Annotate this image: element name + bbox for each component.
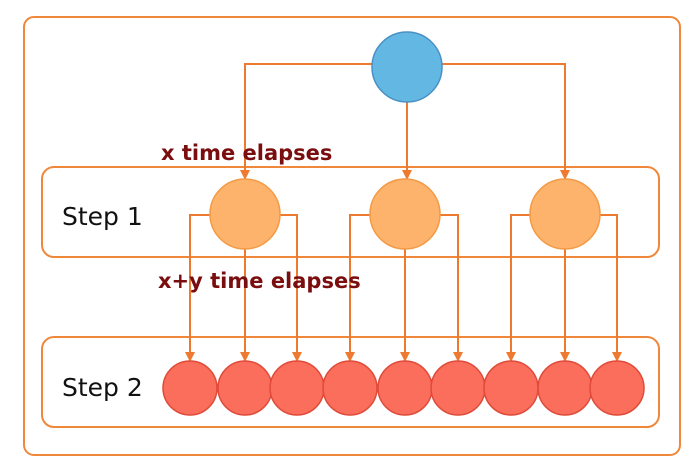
step1-to-step2-edge	[600, 214, 622, 362]
time-elapses-label: x time elapses	[161, 141, 332, 165]
step1-node	[369, 178, 441, 250]
root-to-step1-edge	[442, 63, 570, 180]
step2-node	[162, 360, 218, 416]
nodes	[162, 31, 645, 416]
step2-label: Step 2	[62, 373, 143, 402]
step2-node	[589, 360, 645, 416]
root-node	[371, 31, 443, 103]
step2-node	[537, 360, 593, 416]
root-to-step1-edge	[240, 63, 372, 180]
step1-node	[529, 178, 601, 250]
connectors	[185, 63, 622, 362]
step2-node	[430, 360, 486, 416]
step2-node	[269, 360, 325, 416]
step2-node	[483, 360, 539, 416]
step1-to-step2-edge	[280, 214, 302, 362]
step2-node	[217, 360, 273, 416]
step1-to-step2-edge	[506, 214, 530, 362]
step2-node	[377, 360, 433, 416]
step1-to-step2-edge	[185, 214, 210, 362]
outer-frame	[23, 16, 681, 456]
step1-to-step2-edge	[345, 214, 370, 362]
step2-node	[322, 360, 378, 416]
step1-label: Step 1	[62, 202, 143, 231]
time-elapses-label-2: x+y time elapses	[158, 269, 361, 293]
step1-to-step2-edge	[440, 214, 463, 362]
step1-node	[209, 178, 281, 250]
